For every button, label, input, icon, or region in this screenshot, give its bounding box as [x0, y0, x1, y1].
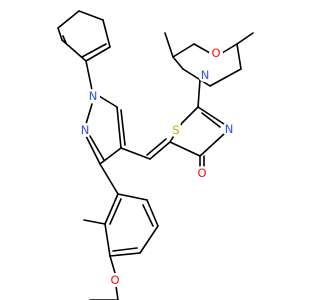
structure-canvas: O N S N O N N	[57, 10, 254, 300]
bond	[199, 133, 225, 157]
bond	[83, 219, 106, 225]
molecule-diagram: O N S N O N N	[57, 10, 254, 300]
bond	[116, 106, 122, 149]
bond	[182, 68, 211, 87]
bond	[85, 103, 93, 125]
bond	[57, 27, 63, 41]
atom-o-carbonyl: O	[195, 166, 209, 180]
atom-o-carbonyl-symbol: O	[197, 166, 206, 180]
bond	[181, 106, 199, 124]
bond	[201, 112, 221, 128]
atom-n-thiazole: N	[222, 122, 236, 136]
atom-n-morpholine: N	[198, 68, 212, 82]
atom-n-morpholine-symbol: N	[201, 68, 210, 82]
bond	[197, 79, 201, 108]
atom-n2-pyrazole-symbol: N	[81, 123, 90, 137]
bond	[193, 43, 211, 54]
bond	[112, 247, 138, 252]
bonds	[57, 10, 254, 300]
bond	[146, 138, 167, 156]
bond	[99, 147, 122, 165]
bond	[164, 32, 174, 58]
atom-n2-pyrazole: N	[78, 123, 92, 137]
atom-o-morpholine-symbol: O	[211, 46, 220, 60]
atom-n1-pyrazole-symbol: N	[89, 89, 98, 103]
bond	[120, 147, 151, 160]
bond	[109, 252, 141, 257]
bond	[98, 95, 118, 108]
bond	[120, 109, 126, 146]
bond	[169, 141, 201, 157]
atom-s-thiazole: S	[169, 123, 183, 137]
bond	[109, 198, 122, 225]
bond	[221, 43, 238, 54]
bond	[236, 32, 254, 45]
atom-s-thiazole-symbol: S	[172, 123, 179, 137]
atom-n-thiazole-symbol: N	[225, 122, 234, 136]
bond	[149, 141, 171, 160]
bond	[236, 43, 242, 70]
atom-o-morpholine: O	[209, 46, 223, 60]
bond	[115, 285, 119, 300]
bond	[172, 56, 184, 70]
bond	[104, 193, 119, 225]
bond	[104, 223, 111, 257]
atom-labels: O N S N O N N	[78, 46, 236, 287]
bond	[102, 19, 111, 48]
atom-n1-pyrazole: N	[86, 89, 100, 103]
atom-o-ether: O	[108, 273, 122, 287]
bond	[57, 10, 80, 29]
bond	[146, 199, 159, 227]
bond	[78, 10, 104, 21]
bond	[81, 43, 107, 58]
bond	[117, 193, 148, 201]
bond	[209, 68, 242, 87]
bond	[62, 35, 67, 44]
atom-o-ether-symbol: O	[110, 273, 119, 287]
bond	[85, 60, 93, 91]
bond	[85, 135, 101, 165]
bond	[99, 163, 119, 195]
bond	[142, 204, 154, 227]
bond	[109, 255, 116, 274]
bond	[89, 135, 105, 161]
bond	[139, 225, 159, 254]
bond	[85, 46, 111, 62]
bond	[197, 106, 225, 125]
bond	[172, 43, 195, 58]
